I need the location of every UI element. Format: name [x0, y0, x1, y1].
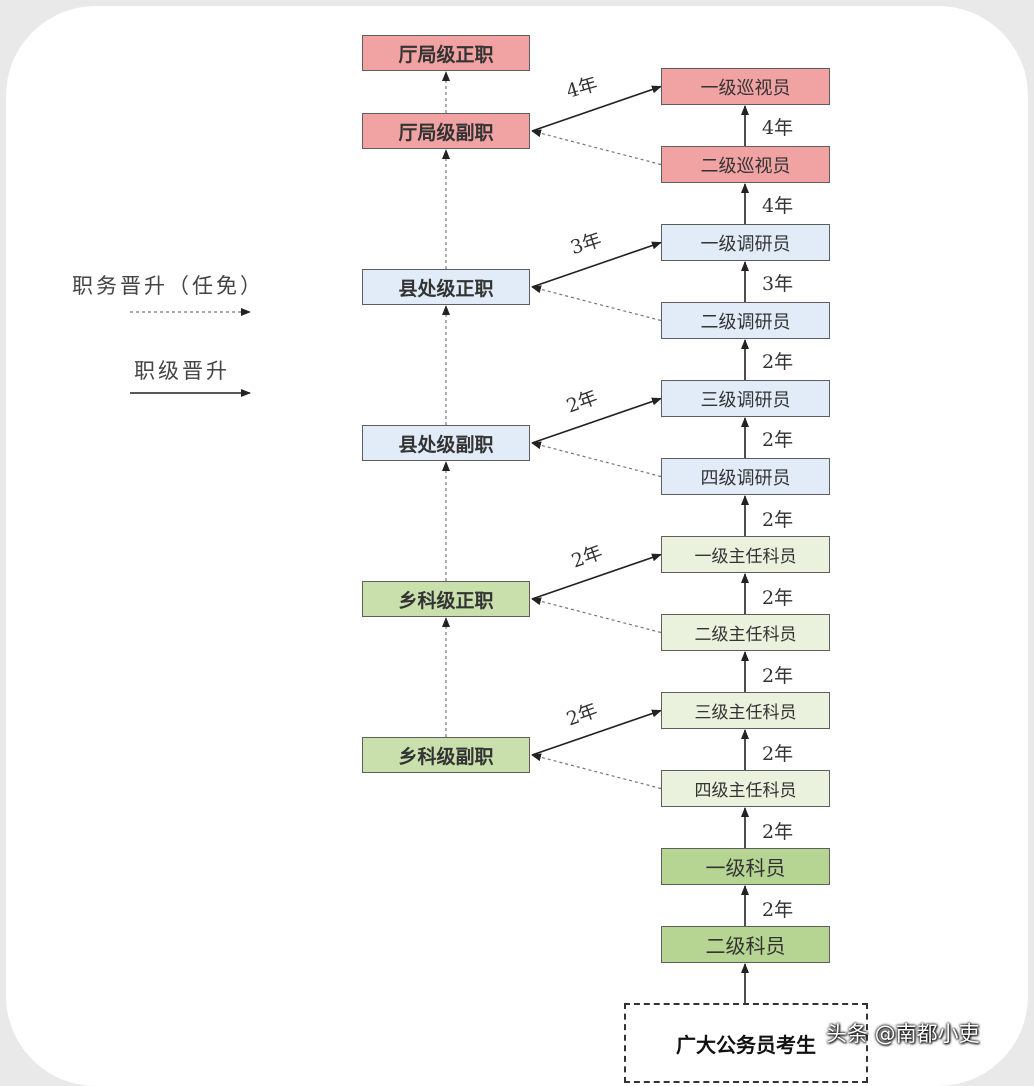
link-up-5 [531, 709, 662, 756]
position-box-5: 乡科级正职 [362, 581, 530, 617]
link-up-4 [531, 553, 662, 600]
legend-duty-promotion: 职务晋升（任免） [72, 274, 264, 298]
rank-interval-10: 2年 [762, 821, 794, 843]
position-box-1: 厅局级正职 [362, 35, 530, 71]
rank-interval-2: 4年 [762, 195, 794, 217]
rank-box-1: 一级巡视员 [661, 68, 830, 105]
position-box-4: 县处级副职 [362, 425, 530, 461]
link-up-3 [531, 397, 662, 444]
entrance-label: 广大公务员考生 [676, 1033, 816, 1057]
diagram-background [6, 6, 1028, 1086]
rank-box-2: 二级巡视员 [661, 146, 830, 183]
rank-interval-5: 2年 [762, 429, 794, 451]
rank-box-12: 二级科员 [661, 926, 830, 963]
rank-box-9: 三级主任科员 [661, 692, 830, 729]
rank-box-7: 一级主任科员 [661, 536, 830, 573]
rank-interval-4: 2年 [762, 351, 794, 373]
link-low-4 [531, 597, 662, 634]
link-low-5 [531, 753, 662, 790]
rank-interval-7: 2年 [762, 587, 794, 609]
rank-interval-8: 2年 [762, 665, 794, 687]
rank-interval-6: 2年 [762, 509, 794, 531]
link-low-1 [531, 129, 662, 166]
rank-box-5: 三级调研员 [661, 380, 830, 417]
rank-interval-9: 2年 [762, 743, 794, 765]
position-box-3: 县处级正职 [362, 269, 530, 305]
link-low-2 [531, 285, 662, 322]
link-up-2 [531, 241, 662, 288]
rank-interval-11: 2年 [762, 899, 794, 921]
link-low-3 [531, 441, 662, 478]
rank-box-11: 一级科员 [661, 848, 830, 885]
rank-box-6: 四级调研员 [661, 458, 830, 495]
rank-box-3: 一级调研员 [661, 224, 830, 261]
rank-interval-3: 3年 [762, 273, 794, 295]
legend-rank-promotion: 职级晋升 [134, 359, 230, 383]
rank-box-10: 四级主任科员 [661, 770, 830, 807]
position-box-2: 厅局级副职 [362, 113, 530, 149]
rank-box-8: 二级主任科员 [661, 614, 830, 651]
link-up-1 [531, 85, 662, 132]
watermark: 头条 @南都小吏 [826, 1022, 980, 1046]
rank-box-4: 二级调研员 [661, 302, 830, 339]
position-box-6: 乡科级副职 [362, 737, 530, 773]
rank-interval-1: 4年 [762, 117, 794, 139]
